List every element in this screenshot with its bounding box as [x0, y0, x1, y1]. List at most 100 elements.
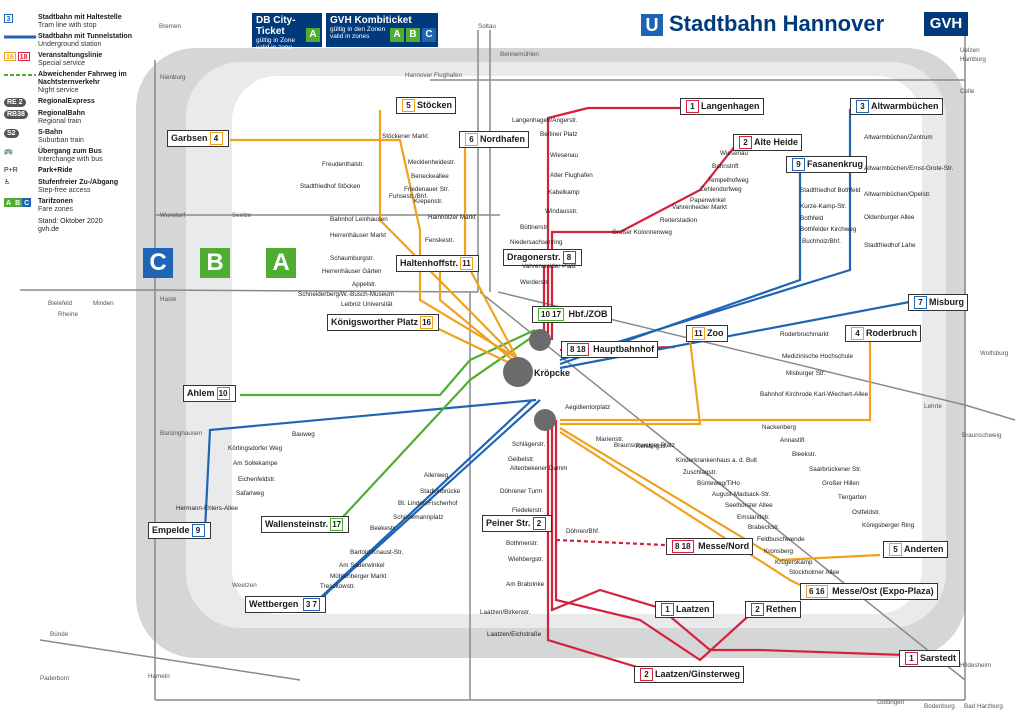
station-east[interactable]: Stadtfriedhof Bothfeld [800, 187, 861, 194]
station-southwest[interactable]: Körtingsdorfer Weg [228, 445, 283, 452]
terminus-haltenhoffstr[interactable]: Haltenhoffstr.11 [396, 255, 480, 272]
station-north_red[interactable]: Bahnstrift [712, 163, 739, 170]
station-southeast[interactable]: Annastift [780, 437, 805, 444]
terminus-dragonerstr[interactable]: Dragonerstr.8 [503, 249, 582, 266]
station-southeast[interactable]: August-Madsack-Str. [712, 491, 771, 498]
station-west[interactable]: Friedenauer Str. [404, 186, 450, 193]
station-west[interactable]: Appelstr. [352, 281, 377, 288]
station-southeast[interactable]: Saarbrückener Str. [809, 466, 862, 473]
station-west[interactable]: Krepenstr. [414, 198, 443, 205]
station-southwest[interactable]: Bauweg [292, 431, 315, 438]
station-southwest[interactable]: Am Soltekampe [233, 460, 278, 467]
station-southwest[interactable]: Beekestr. [370, 525, 397, 532]
station-southeast[interactable]: Stockholmer Allee [789, 569, 840, 576]
station-southeast[interactable]: Medizinische Hochschule [782, 353, 854, 360]
station-south[interactable]: Wiehbergstr. [508, 556, 544, 563]
station-south[interactable]: Fiedelerstr. [512, 507, 544, 514]
terminus-wallensteinstr[interactable]: Wallensteinstr.17 [261, 516, 350, 533]
station-southeast[interactable]: Königsberger Ring [862, 522, 915, 529]
station-north_red[interactable]: Kabelkamp [548, 189, 580, 196]
station-southwest[interactable]: Mühlenberger Markt [330, 573, 387, 580]
station-east[interactable]: Buchholz/Bhf. [802, 238, 841, 245]
station-north_red[interactable]: Werderstr. [520, 279, 549, 286]
station-south[interactable]: Schlägerstr. [512, 441, 546, 448]
terminus-hbf-zob[interactable]: 10 17 Hbf./ZOB [532, 306, 612, 323]
station-north_red[interactable]: Windausstr. [545, 208, 578, 215]
station-north_red[interactable]: Großer Kolonnenweg [612, 229, 672, 236]
station-north_red[interactable]: Zehlendorfweg [700, 186, 742, 193]
station-southwest[interactable]: Stadionbrücke [420, 488, 461, 495]
station-southwest[interactable]: Safariweg [236, 490, 265, 497]
station-west[interactable]: Schneiderberg/W.-Busch-Museum [298, 291, 394, 298]
station-north_red[interactable]: Berliner Platz [540, 131, 578, 138]
station-southwest[interactable]: Schünemannplatz [393, 514, 444, 521]
station-north_red[interactable]: Reiterstadion [660, 217, 698, 224]
station-east[interactable]: Altwarmbüchen/Zentrum [864, 134, 933, 141]
station-north_red[interactable]: Büttnerstr. [520, 224, 549, 231]
station-north_red[interactable]: Vahrenheider Markt [672, 204, 727, 211]
station-west[interactable]: Fuhsestr./Bhf. [389, 193, 428, 200]
station-south[interactable]: Am Brabrinke [506, 581, 545, 588]
station-west[interactable]: Bahnhof Leinhausen [330, 216, 388, 223]
station-south[interactable]: Döhrener Turm [500, 488, 543, 495]
station-south[interactable]: Laatzen/Eichstraße [487, 631, 542, 638]
station-east[interactable]: Stadtfriedhof Lahe [864, 242, 916, 249]
station-southeast[interactable]: Ostfeldstr. [852, 509, 881, 516]
station-southwest[interactable]: Am Sauerwinkel [339, 562, 385, 569]
station-southeast[interactable]: Kronsberg [764, 548, 794, 555]
station-west[interactable]: Freudenthalstr. [322, 161, 365, 168]
station-east[interactable]: Bothfeld [800, 215, 824, 222]
station-southeast[interactable]: Kinderkrankenhaus a. d. Bult [676, 457, 757, 464]
station-east[interactable]: Oldenburger Allee [864, 214, 915, 221]
station-southwest[interactable]: Tresckowstr. [320, 583, 356, 590]
station-west[interactable]: Stöckener Markt [382, 133, 428, 140]
station-east[interactable]: Altwarmbüchen/Opelstr. [864, 191, 931, 198]
station-west[interactable]: Hainhölzer Markt [428, 214, 476, 221]
station-north_red[interactable]: Wiesenau [550, 152, 579, 159]
station-south[interactable]: Laatzen/Birkenstr. [480, 609, 531, 616]
station-south[interactable]: Geibelstr. [508, 456, 535, 463]
station-southwest[interactable]: Allerweg [424, 472, 449, 479]
station-southeast[interactable]: Feldbuschwende [757, 536, 805, 543]
station-west[interactable]: Stadtfriedhof Stöcken [300, 183, 361, 190]
station-east[interactable]: Kurze-Kamp-Str. [800, 203, 847, 210]
terminus-hauptbahnhof[interactable]: 8 18 Hauptbahnhof [561, 341, 659, 358]
station-north_red[interactable]: Wiesenau [720, 150, 749, 157]
terminus-kroepcke[interactable]: Kröpcke [534, 368, 571, 378]
terminus-peiner-str[interactable]: Peiner Str.2 [482, 515, 552, 532]
station-southwest[interactable]: Hermann-Ehlers-Allee [176, 505, 238, 512]
station-north_red[interactable]: Langenhagen/Angerstr. [512, 117, 578, 124]
station-southeast[interactable]: Krügerskamp [775, 559, 813, 566]
station-southeast[interactable]: Zuschlagstr. [683, 469, 717, 476]
station-southeast[interactable]: Bleekstr. [792, 451, 817, 458]
station-southeast[interactable]: Bahnhof Kirchrode Karl-Wiechert-Allee [760, 391, 869, 398]
station-west[interactable]: Herrenhäuser Markt [330, 232, 386, 239]
station-southeast[interactable]: Misburger Str. [786, 370, 826, 377]
station-north_red[interactable]: Tempelhofweg [708, 177, 749, 184]
terminus-messe-nord[interactable]: 8 18 Messe/Nord [666, 538, 754, 555]
station-southeast[interactable]: Brabeckstr. [748, 524, 780, 531]
station-southwest[interactable]: Eichenfeldstr. [238, 476, 276, 483]
station-west[interactable]: Mecklenheidestr. [408, 159, 456, 166]
station-west[interactable]: Herrenhäuser Gärten [322, 268, 382, 275]
station-southeast[interactable]: Bünteweg/TiHo [697, 480, 740, 487]
station-south[interactable]: Altenbekener Damm [510, 465, 568, 472]
station-west[interactable]: Beneckeallee [411, 173, 449, 180]
station-east[interactable]: Bothfelder Kirchweg [800, 226, 857, 233]
terminus-messe-ost[interactable]: 6 16 Messe/Ost (Expo-Plaza) [800, 583, 938, 600]
station-north_red[interactable]: Vahrenwalder Platz [522, 263, 577, 270]
station-south[interactable]: Döhren/Bhf. [566, 528, 600, 535]
